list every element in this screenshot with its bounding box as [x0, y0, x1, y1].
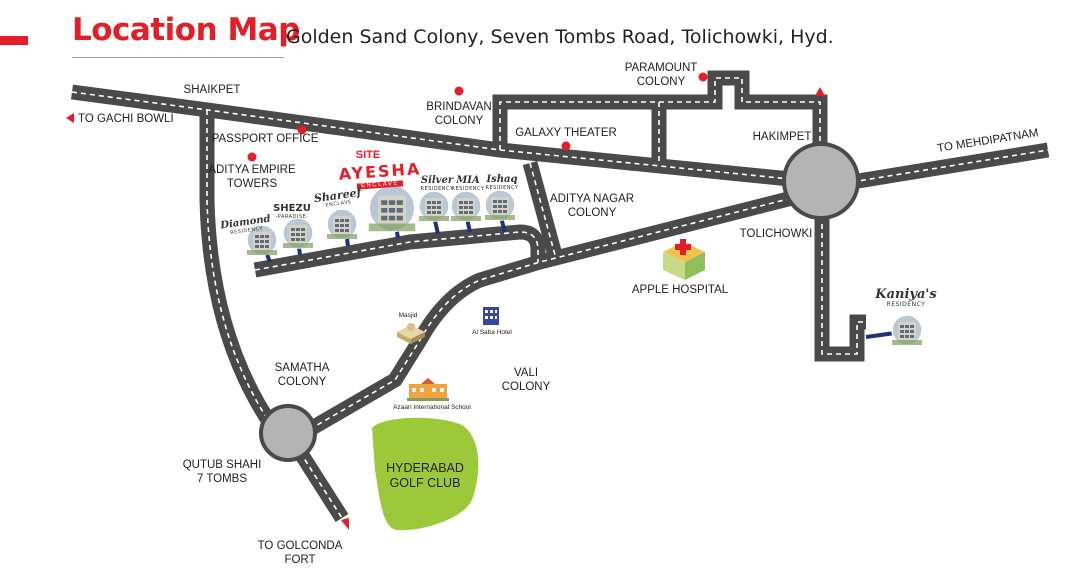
kaniya-building-icon: [891, 314, 923, 346]
qutub-shahi-label: QUTUB SHAHI 7 TOMBS: [182, 459, 262, 485]
galaxy-location-dot-icon: [561, 141, 571, 151]
aditya-empire-location-dot-icon: [247, 152, 257, 162]
golconda-direction-arrow-icon: [341, 518, 349, 530]
passport-office-label: PASSPORT OFFICE: [211, 133, 319, 145]
vali-colony-label: VALI COLONY: [501, 367, 551, 393]
qutub-shahi-roundabout: [259, 404, 317, 462]
ishaq-building-icon: [484, 189, 516, 221]
title-underline: [72, 57, 284, 58]
shareef-building-icon: [326, 208, 358, 240]
to-golconda-fort-label: TO GOLCONDA FORT: [257, 540, 343, 566]
ayesha-building-icon: [367, 183, 417, 233]
apple-hospital-label: APPLE HOSPITAL: [631, 284, 729, 296]
tolichowki-roundabout: [782, 142, 860, 220]
school-icon: [407, 378, 449, 401]
page-subtitle: Golden Sand Colony, Seven Tombs Road, To…: [286, 26, 834, 48]
hotel-icon: [483, 307, 499, 325]
shaikpet-road: [71, 84, 821, 190]
shaikpet-label: SHAIKPET: [183, 84, 241, 96]
gachi-bowli-direction-arrow-icon: [66, 113, 74, 123]
hakimpet-label: HAKIMPET: [752, 131, 812, 143]
page-title: Location Map: [72, 12, 300, 48]
passport-location-dot-icon: [297, 125, 307, 135]
title-accent-bar: [0, 36, 28, 45]
to-gachi-bowli-label: TO GACHI BOWLI: [78, 113, 174, 125]
golf-club-area: [372, 417, 479, 531]
hospital-icon: [663, 239, 705, 280]
hakimpet-direction-arrow-icon: [815, 87, 825, 96]
aditya-nagar-colony-label: ADITYA NAGAR COLONY: [549, 193, 635, 219]
brindavan-colony-label: BRINDAVAN COLONY: [426, 101, 492, 127]
al-saba-hotel-label: Al Saba Hotel: [472, 329, 512, 336]
silver-building-icon: [418, 190, 450, 222]
brindavan-location-dot-icon: [454, 86, 464, 96]
shezu-building-icon: [282, 217, 314, 249]
shezu-project-label: SHEZU-PARADISE-: [273, 203, 311, 220]
tolichowki-label: TOLICHOWKI: [739, 228, 813, 240]
golf-club-label: HYDERABAD GOLF CLUB: [386, 461, 464, 490]
mia-building-icon: [450, 190, 482, 222]
south-spur-road: [814, 215, 866, 362]
azaan-school-label: Azaan International School: [393, 404, 471, 411]
site-marker-label: SITE: [355, 149, 381, 161]
masjid-label: Masjid: [398, 312, 418, 319]
paramount-colony-label: PARAMOUNT COLONY: [624, 62, 698, 88]
paramount-location-dot-icon: [698, 72, 708, 82]
galaxy-theater-label: GALAXY THEATER: [515, 127, 617, 139]
samatha-colony-label: SAMATHA COLONY: [274, 362, 330, 388]
aditya-empire-towers-label: ADITYA EMPIRE TOWERS: [208, 164, 296, 190]
mosque-icon: [397, 323, 425, 344]
